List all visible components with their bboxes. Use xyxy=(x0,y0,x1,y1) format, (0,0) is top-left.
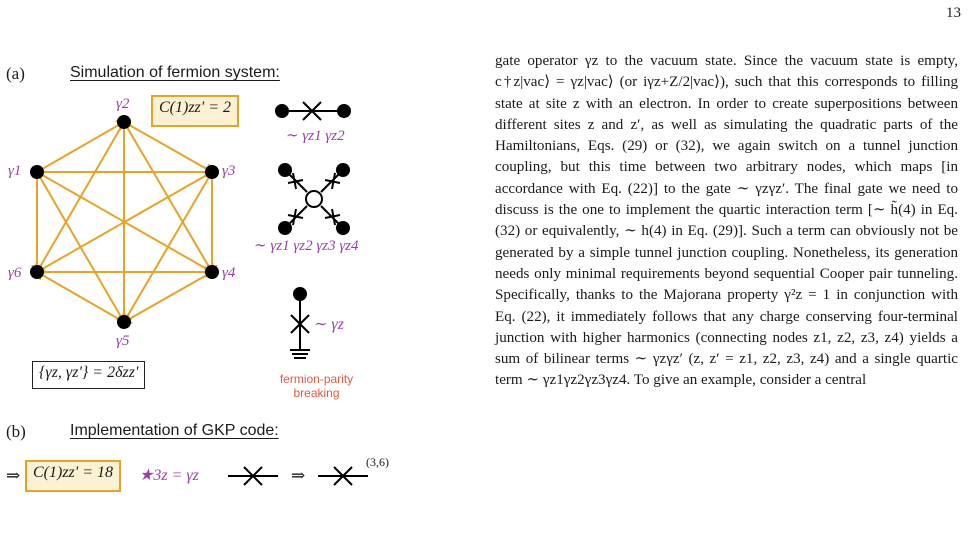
anticommutator-box: {γz, γz'} = 2δzz' xyxy=(32,361,146,389)
parity-note-line-1: fermion-parity xyxy=(279,372,354,386)
harmonics-label: (3,6) xyxy=(366,455,389,469)
four-body-junction-symbol xyxy=(278,163,350,235)
panel-a-label: (a) xyxy=(6,64,25,83)
node-label-5: γ5 xyxy=(116,333,130,349)
implies-arrow-2: ⇒ xyxy=(291,466,306,485)
star-relation: ★3z = γz xyxy=(139,467,199,484)
body-text-column: gate operator γz to the vacuum state. Si… xyxy=(495,51,958,392)
single-gate-label: ∼ γz xyxy=(314,316,344,333)
node-label-4: γ4 xyxy=(222,265,236,281)
graph-nodes xyxy=(30,115,219,329)
two-body-junction-symbol xyxy=(275,101,351,121)
body-paragraph: gate operator γz to the vacuum state. Si… xyxy=(495,53,958,389)
gkp-harmonic-junction-symbol xyxy=(318,466,368,486)
page-number: 13 xyxy=(946,5,961,21)
single-junction-symbol xyxy=(290,287,310,359)
four-body-gate-label: ∼ γz1 γz2 γz3 γz4 xyxy=(254,238,359,254)
parity-note-line-2: breaking xyxy=(293,386,340,400)
node-label-6: γ6 xyxy=(8,265,22,281)
implies-arrow-1: ⇒ xyxy=(6,466,21,485)
gkp-junction-symbol xyxy=(228,466,278,486)
panel-b-label: (b) xyxy=(6,422,26,441)
panel-a-heading: Simulation of fermion system: xyxy=(70,64,280,81)
parity-note: fermion-parity breaking xyxy=(261,372,372,400)
graph-edges xyxy=(37,122,212,322)
panel-b-heading: Implementation of GKP code: xyxy=(70,422,279,439)
correlation-box-b: C(1)zz' = 18 xyxy=(25,460,121,492)
node-label-3: γ3 xyxy=(222,163,236,179)
node-label-2: γ2 xyxy=(116,96,130,112)
node-label-1: γ1 xyxy=(8,163,22,179)
two-body-gate-label: ∼ γz1 γz2 xyxy=(286,128,345,144)
correlation-box-a: C(1)zz' = 2 xyxy=(151,95,239,127)
